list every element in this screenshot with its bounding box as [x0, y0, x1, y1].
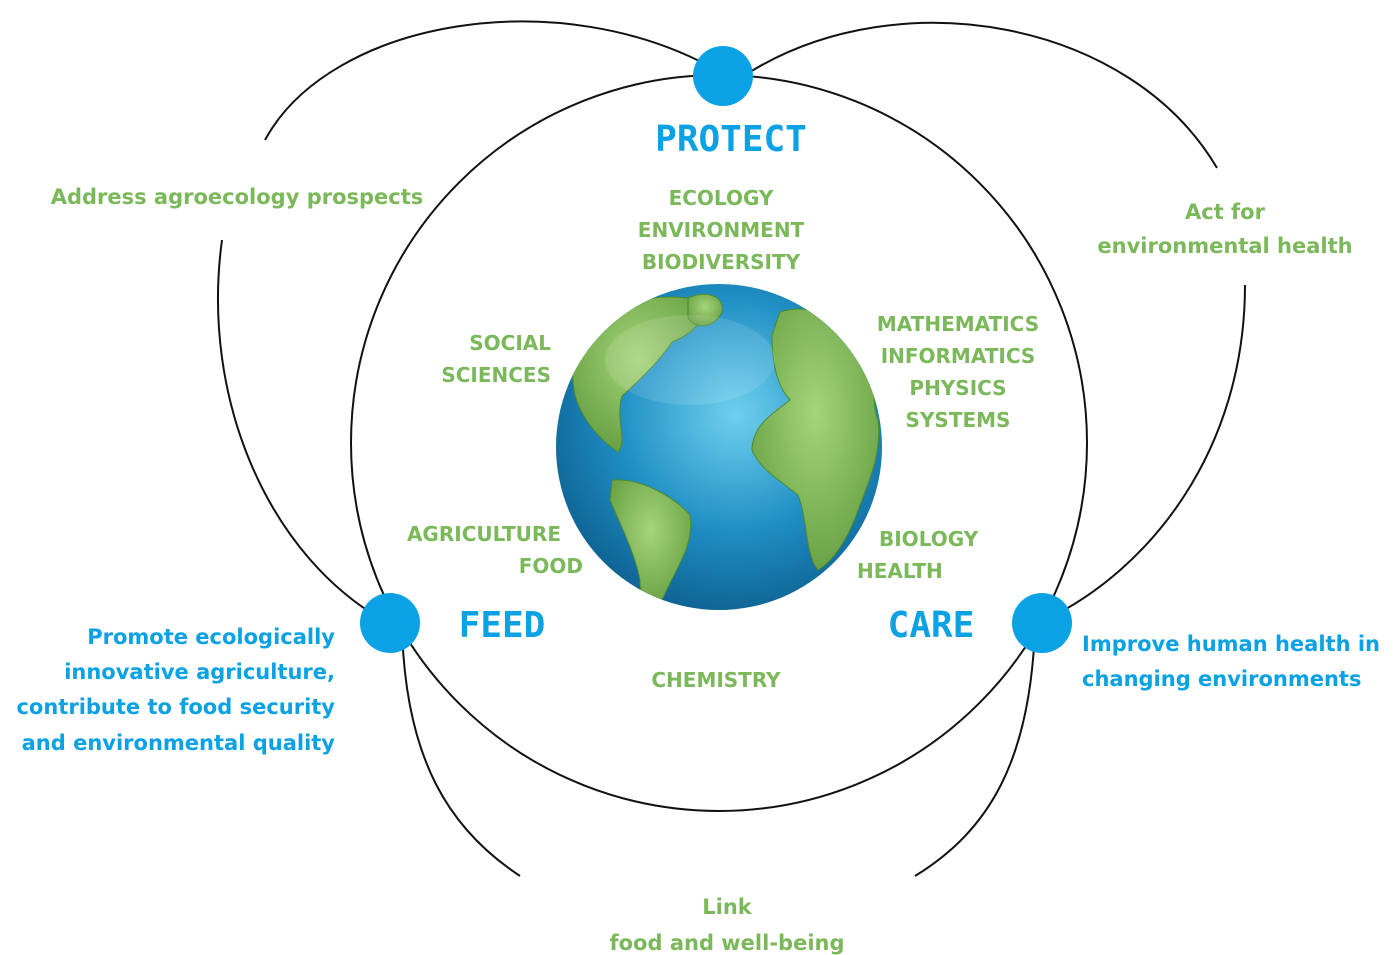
goal-agriculture-line-3: contribute to food security	[16, 695, 335, 719]
goal-agroecology: Address agroecology prospects	[51, 185, 424, 209]
discipline-ecology: ECOLOGY	[669, 186, 774, 210]
orbit-top-left	[264, 20, 721, 141]
orbit-bottom-right	[914, 627, 1036, 877]
discipline-systems: SYSTEMS	[906, 408, 1011, 432]
discipline-physics: PHYSICS	[909, 376, 1006, 400]
feed-label: FEED	[459, 605, 546, 646]
goal-food-wellbeing-line-1: Link	[702, 895, 753, 919]
discipline-biodiversity: BIODIVERSITY	[642, 250, 801, 274]
goal-agriculture-line-2: innovative agriculture,	[64, 660, 335, 684]
care-node	[1012, 593, 1072, 653]
discipline-chemistry: CHEMISTRY	[651, 668, 781, 692]
protect-label: PROTECT	[655, 119, 807, 160]
discipline-informatics: INFORMATICS	[881, 344, 1036, 368]
greenland-shape	[687, 293, 723, 327]
goal-human-health-line-2: changing environments	[1082, 667, 1361, 691]
orbit-right-upper	[1044, 284, 1246, 621]
north-america-shape	[571, 296, 704, 453]
globe-icon	[556, 284, 882, 610]
discipline-social: SOCIAL	[469, 331, 551, 355]
discipline-sciences: SCIENCES	[441, 363, 551, 387]
disciplines-left: SOCIAL SCIENCES	[441, 331, 551, 387]
orbit-left-upper	[217, 239, 391, 625]
goal-agriculture-line-1: Promote ecologically	[87, 625, 335, 649]
feed-node	[360, 593, 420, 653]
goal-environmental-health: Act for environmental health	[1097, 200, 1352, 258]
disciplines-top: ECOLOGY ENVIRONMENT BIODIVERSITY	[638, 186, 805, 274]
disciplines-bottom-left: AGRICULTURE FOOD	[407, 522, 583, 578]
discipline-biology: BIOLOGY	[879, 527, 979, 551]
protect-node	[693, 46, 753, 106]
goal-food-wellbeing-line-2: food and well-being	[609, 931, 844, 955]
disciplines-bottom-right: BIOLOGY HEALTH	[857, 527, 979, 583]
orbit-bottom-left	[401, 625, 521, 877]
goal-environmental-health-line-1: Act for	[1185, 200, 1266, 224]
discipline-food: FOOD	[519, 554, 583, 578]
goal-agriculture-line-4: and environmental quality	[22, 731, 336, 755]
goal-environmental-health-line-2: environmental health	[1097, 234, 1352, 258]
goal-agriculture: Promote ecologically innovative agricult…	[16, 625, 335, 755]
orbit-top-right	[749, 21, 1218, 169]
discipline-health: HEALTH	[857, 559, 943, 583]
discipline-environment: ENVIRONMENT	[638, 218, 805, 242]
goal-human-health: Improve human health in changing environ…	[1082, 632, 1380, 691]
goal-human-health-line-1: Improve human health in	[1082, 632, 1380, 656]
goal-food-wellbeing: Link food and well-being	[609, 895, 844, 955]
disciplines-right: MATHEMATICS INFORMATICS PHYSICS SYSTEMS	[877, 312, 1039, 432]
care-label: CARE	[888, 605, 975, 646]
discipline-mathematics: MATHEMATICS	[877, 312, 1039, 336]
discipline-agriculture: AGRICULTURE	[407, 522, 561, 546]
